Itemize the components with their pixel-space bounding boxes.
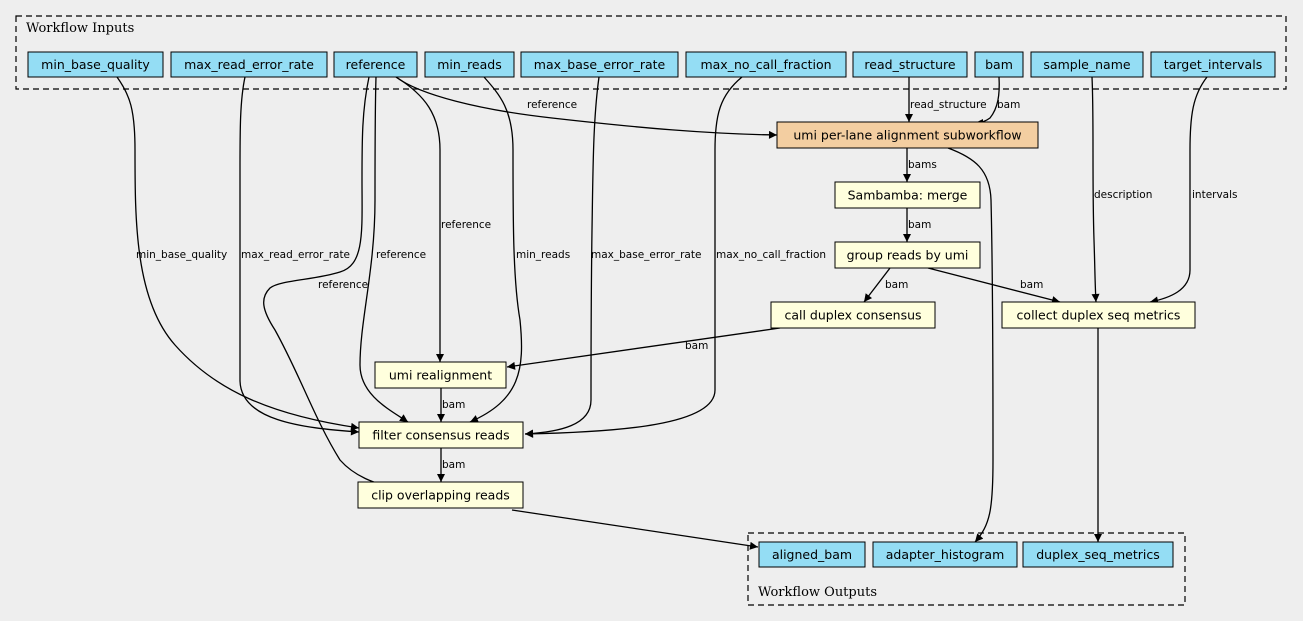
- node-label: min_reads: [437, 57, 501, 72]
- input-max-read-error-rate[interactable]: max_read_error_rate: [170, 51, 328, 78]
- node-label: Sambamba: merge: [848, 188, 968, 203]
- node-label: call duplex consensus: [784, 308, 921, 323]
- node-label: bam: [985, 57, 1013, 72]
- node-label: max_no_call_fraction: [700, 57, 831, 72]
- edge-subworkflow-to-adapter-histogram: [947, 147, 994, 543]
- output-adapter-histogram[interactable]: adapter_histogram: [872, 541, 1018, 568]
- output-nodes: aligned_bam adapter_histogram duplex_seq…: [758, 541, 1174, 568]
- edge-realignment-to-filter: bam: [437, 388, 465, 422]
- edge-label: bam: [997, 99, 1020, 111]
- workflow-outputs-cluster: Workflow Outputs: [747, 532, 1186, 606]
- step-nodes: umi per-lane alignment subworkflow Samba…: [357, 121, 1196, 509]
- node-label: clip overlapping reads: [371, 488, 510, 503]
- output-aligned-bam[interactable]: aligned_bam: [758, 541, 866, 568]
- edge-label: bam: [885, 279, 908, 291]
- edge-merge-to-group: bam: [903, 208, 931, 242]
- edge-label: bam: [908, 219, 931, 231]
- edge-label: reference: [527, 99, 577, 111]
- edge-max-base-error-rate-to-filter: max_base_error_rate: [524, 76, 701, 438]
- node-label: umi realignment: [389, 368, 492, 383]
- node-label: min_base_quality: [41, 57, 150, 72]
- input-target-intervals[interactable]: target_intervals: [1150, 51, 1276, 78]
- edge-read-structure-to-subworkflow: read_structure: [905, 77, 987, 122]
- edge-label: bam: [685, 340, 708, 352]
- edge-max-no-call-fraction-to-filter: max_no_call_fraction: [524, 76, 826, 438]
- input-bam[interactable]: bam: [974, 51, 1024, 78]
- edge-label: max_base_error_rate: [591, 249, 701, 261]
- input-max-base-error-rate[interactable]: max_base_error_rate: [520, 51, 679, 78]
- output-duplex-seq-metrics[interactable]: duplex_seq_metrics: [1022, 541, 1174, 568]
- edge-sample-name-to-metrics: description: [1091, 76, 1152, 303]
- node-label: collect duplex seq metrics: [1017, 308, 1181, 323]
- edge-reference-to-subworkflow: reference: [395, 76, 778, 139]
- node-label: adapter_histogram: [886, 547, 1005, 562]
- step-umi-realignment[interactable]: umi realignment: [374, 361, 507, 389]
- edge-reference-to-clip: reference: [263, 76, 393, 490]
- edge-label: reference: [318, 279, 368, 291]
- edge-label: bam: [1020, 279, 1043, 291]
- step-filter-consensus-reads[interactable]: filter consensus reads: [358, 421, 524, 449]
- node-label: group reads by umi: [847, 248, 969, 263]
- edge-label: read_structure: [910, 99, 987, 111]
- edge-subworkflow-to-merge: bams: [903, 148, 937, 182]
- input-nodes: min_base_quality max_read_error_rate ref…: [27, 51, 1276, 78]
- workflow-inputs-label: Workflow Inputs: [26, 21, 134, 36]
- edge-label: reference: [376, 249, 426, 261]
- input-read-structure[interactable]: read_structure: [852, 51, 968, 78]
- edge-label: reference: [441, 219, 491, 231]
- workflow-inputs-cluster: Workflow Inputs: [15, 15, 1287, 90]
- node-label: umi per-lane alignment subworkflow: [793, 128, 1021, 143]
- edge-label: max_read_error_rate: [241, 249, 350, 261]
- step-collect-duplex-seq-metrics[interactable]: collect duplex seq metrics: [1001, 301, 1196, 329]
- edge-label: description: [1094, 189, 1152, 201]
- node-label: sample_name: [1043, 57, 1130, 72]
- edge-label: min_reads: [516, 249, 570, 261]
- node-label: filter consensus reads: [372, 428, 509, 443]
- edge-max-read-error-rate-to-filter: max_read_error_rate: [239, 76, 360, 436]
- input-max-no-call-fraction[interactable]: max_no_call_fraction: [685, 51, 847, 78]
- edge-group-to-metrics: bam: [927, 267, 1061, 304]
- step-sambamba-merge[interactable]: Sambamba: merge: [834, 181, 981, 209]
- step-call-duplex-consensus[interactable]: call duplex consensus: [770, 301, 936, 329]
- edge-label: min_base_quality: [136, 249, 227, 261]
- node-label: target_intervals: [1164, 57, 1262, 72]
- node-label: max_base_error_rate: [534, 57, 666, 72]
- edge-min-reads-to-filter: min_reads: [469, 76, 570, 423]
- edge-label: bam: [442, 459, 465, 471]
- node-label: reference: [346, 57, 406, 72]
- edge-call-duplex-to-realignment: bam: [506, 327, 781, 370]
- edge-group-to-call-duplex: bam: [863, 267, 908, 303]
- edge-label: max_no_call_fraction: [716, 249, 826, 261]
- node-label: duplex_seq_metrics: [1036, 547, 1160, 562]
- input-min-base-quality[interactable]: min_base_quality: [27, 51, 164, 78]
- step-umi-subworkflow[interactable]: umi per-lane alignment subworkflow: [776, 121, 1039, 149]
- step-clip-overlapping-reads[interactable]: clip overlapping reads: [357, 481, 524, 509]
- edge-reference-to-realignment: reference: [395, 76, 491, 362]
- node-label: max_read_error_rate: [184, 57, 314, 72]
- edge-filter-to-clip: bam: [437, 448, 465, 482]
- input-sample-name[interactable]: sample_name: [1030, 51, 1144, 78]
- edge-label: intervals: [1192, 189, 1238, 201]
- workflow-outputs-label: Workflow Outputs: [758, 585, 877, 600]
- edge-label: bam: [442, 399, 465, 411]
- edge-clip-to-aligned-bam: [511, 509, 759, 550]
- input-reference[interactable]: reference: [333, 51, 418, 78]
- node-label: read_structure: [864, 57, 955, 72]
- edge-min-base-quality-to-filter: min_base_quality: [116, 76, 360, 431]
- step-group-reads-by-umi[interactable]: group reads by umi: [834, 241, 981, 269]
- edge-intervals-to-metrics: intervals: [1149, 76, 1238, 305]
- edge-label: bams: [908, 159, 937, 171]
- edge-reference-to-filter: reference: [359, 76, 426, 423]
- input-min-reads[interactable]: min_reads: [424, 51, 515, 78]
- edges: reference read_structure bam bams bam ba…: [116, 76, 1238, 550]
- node-label: aligned_bam: [772, 547, 852, 562]
